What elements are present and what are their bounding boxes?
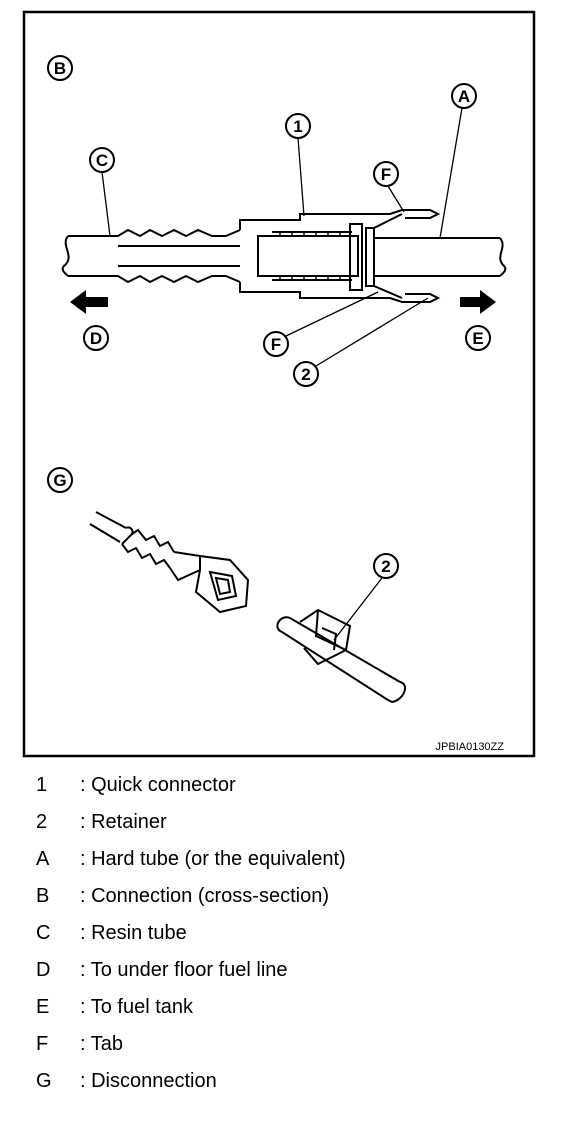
callout-C-label: C: [96, 151, 108, 170]
callout-G-label: G: [53, 471, 66, 490]
callout-F-top-label: F: [381, 165, 391, 184]
callout-B: B: [47, 55, 73, 81]
legend-text: : To fuel tank: [80, 996, 194, 1018]
legend-row: F : Tab: [0, 1030, 576, 1058]
callout-A-label: A: [458, 87, 470, 106]
callout-B-label: B: [54, 59, 66, 78]
legend-key: C: [36, 922, 51, 944]
cross-section-view: [61, 209, 507, 303]
legend-text: : Disconnection: [80, 1070, 217, 1092]
arrow-e-icon: [460, 290, 496, 314]
legend-key: F: [36, 1033, 49, 1055]
legend-text: : Tab: [80, 1033, 123, 1055]
legend-text: : To under floor fuel line: [80, 959, 288, 981]
callout-1: 1: [285, 113, 311, 139]
figure-frame: [22, 10, 536, 758]
legend-text: : Connection (cross-section): [80, 885, 329, 907]
legend-key: 1: [36, 774, 48, 796]
legend-text: : Quick connector: [80, 774, 236, 796]
legend-row: C : Resin tube: [0, 919, 576, 947]
arrow-d-icon: [70, 290, 108, 314]
legend-row: B : Connection (cross-section): [0, 882, 576, 910]
legend-key: 2: [36, 811, 48, 833]
callout-D-label: D: [90, 329, 102, 348]
leader-lines-b: [101, 107, 463, 367]
legend-row: 1 : Quick connector: [0, 771, 576, 799]
callout-F-top: F: [373, 161, 399, 187]
callout-E-label: E: [472, 329, 483, 348]
legend-text: : Hard tube (or the equivalent): [80, 848, 346, 870]
legend-row: E : To fuel tank: [0, 993, 576, 1021]
legend-row: 2 : Retainer: [0, 808, 576, 836]
diagram-figure: B A 1 C F D E F 2 G 2 JPBIA0130ZZ: [22, 10, 536, 758]
legend-text: : Resin tube: [80, 922, 187, 944]
callout-D: D: [83, 325, 109, 351]
legend-text: : Retainer: [80, 811, 167, 833]
callout-G: G: [47, 467, 73, 493]
callout-1-label: 1: [293, 117, 302, 136]
legend-key: G: [36, 1070, 52, 1092]
legend-key: E: [36, 996, 50, 1018]
callout-A: A: [451, 83, 477, 109]
callout-F-bottom: F: [263, 331, 289, 357]
legend-row: A : Hard tube (or the equivalent): [0, 845, 576, 873]
callout-F-bottom-label: F: [271, 335, 281, 354]
callout-C: C: [89, 147, 115, 173]
disconnection-view: [89, 511, 407, 704]
figure-code: JPBIA0130ZZ: [436, 741, 505, 753]
callout-2-section-b-label: 2: [301, 365, 310, 384]
callout-2-section-g: 2: [373, 553, 399, 579]
callout-2-section-g-label: 2: [381, 557, 390, 576]
legend-key: B: [36, 885, 50, 907]
callout-E: E: [465, 325, 491, 351]
leader-line-g: [333, 577, 383, 641]
legend-key: A: [36, 848, 50, 870]
legend-row: D : To under floor fuel line: [0, 956, 576, 984]
callout-2-section-b: 2: [293, 361, 319, 387]
legend-key: D: [36, 959, 51, 981]
legend-row: G : Disconnection: [0, 1067, 576, 1095]
